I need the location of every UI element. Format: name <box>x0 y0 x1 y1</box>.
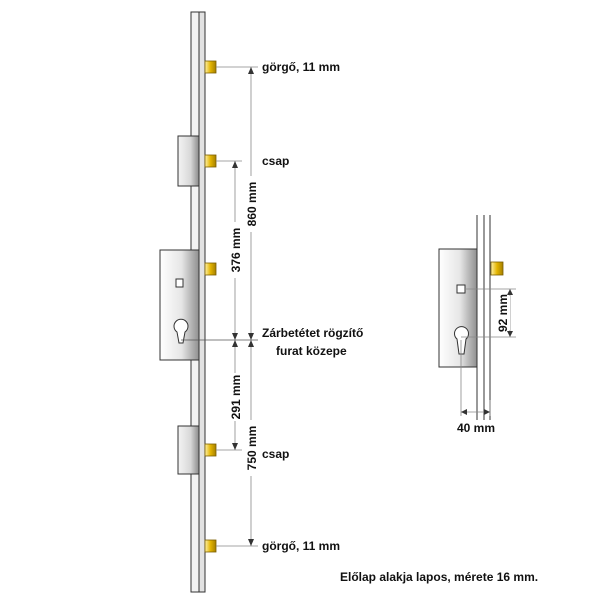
detail-view: 92 mm 40 mm <box>438 215 516 435</box>
main-lock <box>159 11 217 593</box>
bottom-roller-bolt <box>204 539 217 553</box>
upper-pin-housing <box>177 135 200 187</box>
upper-pin-bolt <box>204 154 217 168</box>
detail-cylinder-hole <box>454 326 469 355</box>
spindle-hole <box>175 278 184 288</box>
dim-750: 750 mm <box>245 426 259 471</box>
dim-291: 291 mm <box>229 375 243 420</box>
dim-92: 92 mm <box>496 294 510 332</box>
label-cylinder-line1: Zárbetétet rögzítő <box>262 326 363 340</box>
detail-spindle-hole <box>456 284 466 294</box>
gearbox-latch-bolt <box>204 262 217 276</box>
label-pin-bottom: csap <box>262 447 289 461</box>
label-roller-bottom: görgő, 11 mm <box>262 539 340 553</box>
dim-376: 376 mm <box>229 228 243 273</box>
cylinder-hole <box>173 318 189 344</box>
dim-40: 40 mm <box>457 421 495 435</box>
lower-pin-bolt <box>204 443 217 457</box>
detail-latch-bolt <box>490 261 504 276</box>
label-roller-top: görgő, 11 mm <box>262 60 340 74</box>
faceplate-front <box>198 11 206 593</box>
dim-860: 860 mm <box>245 182 259 227</box>
dimension-arrows <box>232 67 254 546</box>
lower-pin-housing <box>177 425 200 475</box>
label-cylinder-line2: furat közepe <box>276 344 347 358</box>
top-roller-bolt <box>204 60 217 74</box>
faceplate-note: Előlap alakja lapos, mérete 16 mm. <box>340 570 538 584</box>
label-pin-top: csap <box>262 154 289 168</box>
